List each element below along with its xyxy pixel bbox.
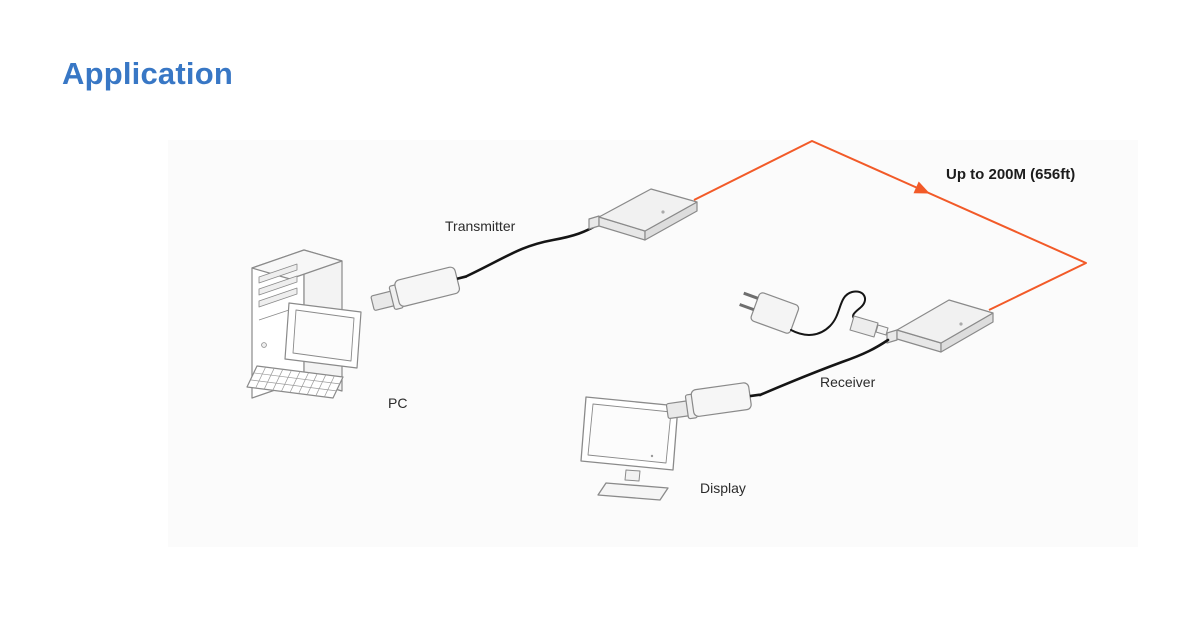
hdmi-plug-display-side (665, 382, 761, 420)
fiber-direction-arrow-icon (913, 181, 930, 194)
hdmi-plug-transmitter-side (370, 266, 468, 311)
display-label: Display (700, 480, 746, 496)
hdmi-cable-receiver (758, 338, 890, 397)
pc-label: PC (388, 395, 408, 411)
display-monitor (580, 396, 679, 501)
monitor-logo-icon (650, 454, 654, 458)
power-cable (790, 290, 867, 336)
pc-monitor (284, 302, 362, 369)
page-title: Application (62, 56, 233, 91)
receiver-box (886, 299, 994, 353)
power-prong-icon (739, 303, 755, 312)
receiver-label: Receiver (820, 374, 876, 390)
distance-label: Up to 200M (656ft) (946, 166, 1076, 183)
power-button-icon (261, 342, 267, 348)
fiber-cable-line (693, 140, 1087, 311)
receiver-led-icon (959, 322, 963, 326)
hdmi-cable-transmitter (465, 223, 599, 278)
transmitter-led-icon (661, 210, 665, 214)
transmitter-label: Transmitter (445, 218, 516, 234)
power-adapter (739, 291, 800, 334)
transmitter-box (588, 188, 698, 241)
pc-illustration (246, 249, 362, 399)
usb-power-plug (849, 315, 889, 338)
pc-keyboard (246, 365, 344, 399)
power-prong-icon (743, 291, 759, 300)
